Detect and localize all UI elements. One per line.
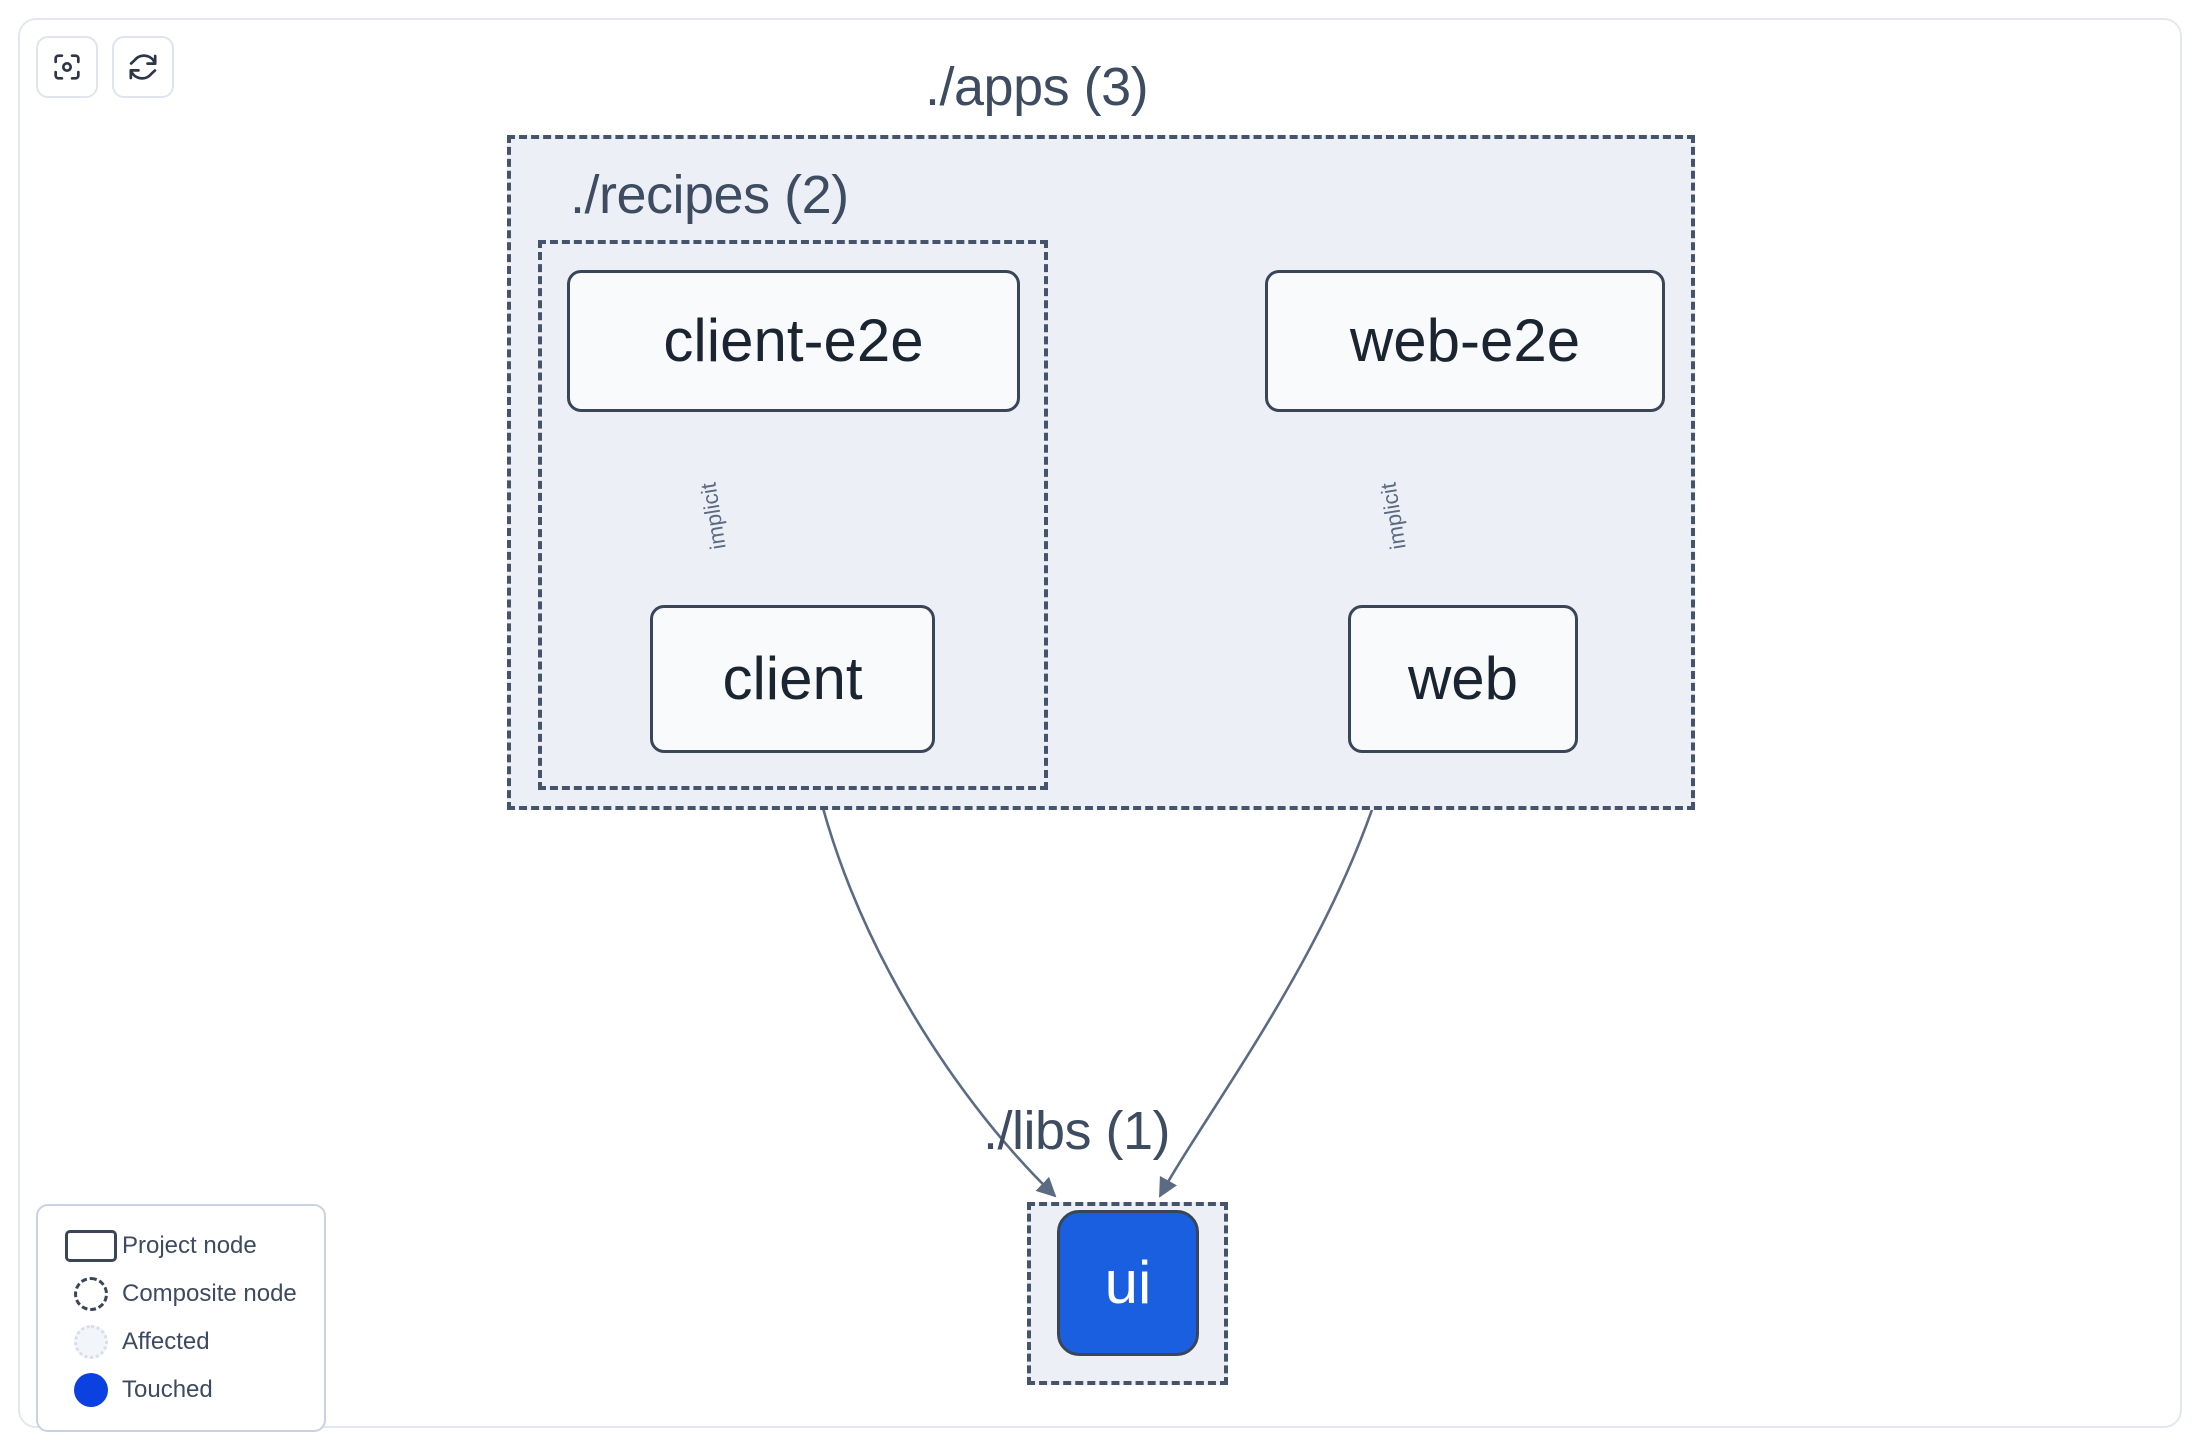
group-label-libs: ./libs (1) [983, 1101, 1171, 1161]
project-node-swatch [60, 1230, 122, 1262]
node-web[interactable]: web [1348, 605, 1578, 753]
composite-node-swatch [60, 1277, 122, 1311]
refresh-sync-icon [126, 50, 160, 84]
affected-swatch [60, 1325, 122, 1359]
refresh-graph-button[interactable] [112, 36, 174, 98]
legend-label: Composite node [122, 1280, 297, 1307]
touched-swatch [60, 1373, 122, 1407]
legend-item-affected: Affected [60, 1318, 306, 1366]
legend-item-project-node: Project node [60, 1222, 306, 1270]
legend-label: Project node [122, 1232, 257, 1259]
group-label-apps: ./apps (3) [925, 57, 1149, 117]
legend-label: Affected [122, 1328, 210, 1355]
node-ui[interactable]: ui [1057, 1210, 1199, 1356]
group-box-recipes[interactable] [538, 240, 1048, 790]
focus-graph-button[interactable] [36, 36, 98, 98]
legend-label: Touched [122, 1376, 213, 1403]
legend-item-composite-node: Composite node [60, 1270, 306, 1318]
group-label-recipes: ./recipes (2) [570, 165, 849, 225]
graph-toolbar [36, 36, 174, 98]
node-client-e2e[interactable]: client-e2e [567, 270, 1020, 412]
graph-legend: Project node Composite node Affected Tou… [36, 1204, 326, 1432]
node-web-e2e[interactable]: web-e2e [1265, 270, 1665, 412]
focus-target-icon [50, 50, 84, 84]
node-client[interactable]: client [650, 605, 935, 753]
legend-item-touched: Touched [60, 1366, 306, 1414]
